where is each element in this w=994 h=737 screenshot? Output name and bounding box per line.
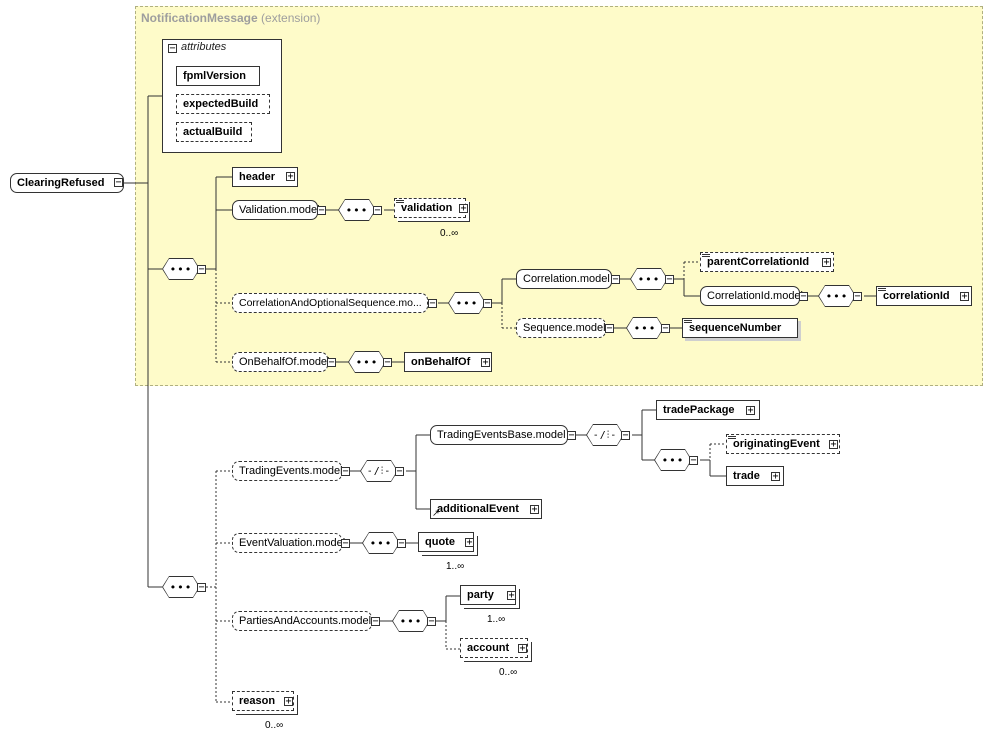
collapse-icon[interactable]: −	[665, 274, 674, 285]
sequence-compositor[interactable]: •••	[362, 532, 400, 554]
group-correlationid-model[interactable]: CorrelationId.model	[700, 286, 803, 306]
collapse-icon[interactable]: −	[799, 291, 808, 302]
expand-icon[interactable]: +	[481, 357, 490, 368]
collapse-icon[interactable]: −	[317, 205, 326, 216]
documentation-icon	[684, 320, 692, 326]
collapse-icon[interactable]: −	[341, 538, 350, 549]
element-account[interactable]: account	[460, 638, 528, 658]
collapse-icon[interactable]: −	[689, 455, 698, 466]
attribute-actualbuild[interactable]: actualBuild	[176, 122, 252, 142]
expand-icon[interactable]: +	[829, 439, 838, 450]
element-correlationid[interactable]: correlationId	[876, 286, 972, 306]
expand-icon[interactable]: +	[530, 504, 539, 515]
sequence-compositor[interactable]: •••	[162, 576, 200, 598]
element-tradepackage[interactable]: tradePackage	[656, 400, 760, 420]
sequence-compositor[interactable]: •••	[654, 449, 692, 471]
collapse-icon[interactable]: −	[428, 298, 437, 309]
documentation-icon	[728, 436, 736, 442]
collapse-icon[interactable]: −	[605, 323, 614, 334]
documentation-icon	[396, 200, 404, 206]
element-additionalevent[interactable]: additionalEvent	[430, 499, 542, 519]
group-correlation-model[interactable]: Correlation.model	[516, 269, 612, 289]
sequence-compositor[interactable]: •••	[162, 258, 200, 280]
group-eventvaluation-model[interactable]: EventValuation.model	[232, 533, 345, 553]
collapse-icon[interactable]: −	[483, 298, 492, 309]
root-element-clearingrefused[interactable]: ClearingRefused	[10, 173, 124, 193]
element-header[interactable]: header	[232, 167, 298, 187]
element-party[interactable]: party	[460, 585, 516, 605]
attribute-expectedbuild[interactable]: expectedBuild	[176, 94, 270, 114]
sequence-compositor[interactable]: •••	[348, 351, 386, 373]
expand-icon[interactable]: +	[746, 405, 755, 416]
choice-compositor[interactable]: -/⫶-	[360, 460, 398, 482]
collapse-icon[interactable]: −	[397, 538, 406, 549]
element-validation[interactable]: validation	[394, 198, 466, 218]
collapse-icon[interactable]: −	[341, 466, 350, 477]
collapse-icon[interactable]: −	[427, 616, 436, 627]
sequence-compositor[interactable]: •••	[338, 199, 376, 221]
cardinality-quote: 1..∞	[446, 561, 465, 572]
documentation-icon	[878, 288, 886, 294]
expand-icon[interactable]: +	[771, 471, 780, 482]
collapse-icon[interactable]: −	[327, 357, 336, 368]
documentation-icon	[702, 254, 710, 260]
element-quote[interactable]: quote	[418, 532, 474, 552]
extension-title: NotificationMessage (extension)	[141, 11, 321, 25]
cardinality-account: 0..∞	[499, 667, 518, 678]
expand-icon[interactable]: +	[284, 696, 293, 707]
group-validation-model[interactable]: Validation.model	[232, 200, 320, 220]
group-onbehalfof-model[interactable]: OnBehalfOf.model	[232, 352, 330, 372]
sequence-compositor[interactable]: •••	[626, 317, 664, 339]
element-onbehalfof[interactable]: onBehalfOf	[404, 352, 492, 372]
expand-icon[interactable]: +	[459, 203, 468, 214]
collapse-icon[interactable]: −	[611, 274, 620, 285]
cardinality-party: 1..∞	[487, 614, 506, 625]
element-parentcorrelationid[interactable]: parentCorrelationId	[700, 252, 834, 272]
sequence-compositor[interactable]: •••	[448, 292, 486, 314]
root-label: ClearingRefused	[17, 177, 105, 189]
cardinality-validation: 0..∞	[440, 228, 459, 239]
expand-icon[interactable]: +	[507, 590, 516, 601]
collapse-icon[interactable]: −	[567, 430, 576, 441]
expand-icon[interactable]: +	[960, 291, 969, 302]
collapse-icon[interactable]: −	[621, 430, 630, 441]
collapse-icon[interactable]: −	[853, 291, 862, 302]
group-tradingevents-model[interactable]: TradingEvents.model	[232, 461, 343, 481]
collapse-icon[interactable]: −	[114, 177, 123, 188]
element-reason[interactable]: reason	[232, 691, 294, 711]
element-trade[interactable]: trade	[726, 466, 784, 486]
collapse-icon[interactable]: −	[373, 205, 382, 216]
collapse-icon[interactable]: −	[197, 264, 206, 275]
group-sequence-model[interactable]: Sequence.model	[516, 318, 606, 338]
collapse-icon[interactable]: −	[168, 43, 177, 54]
collapse-icon[interactable]: −	[661, 323, 670, 334]
choice-compositor[interactable]: -/⫶-	[586, 424, 624, 446]
attribute-fpmlversion[interactable]: fpmlVersion	[176, 66, 260, 86]
cardinality-reason: 0..∞	[265, 720, 284, 731]
element-sequencenumber[interactable]: sequenceNumber	[682, 318, 798, 338]
group-tradingeventsbase-model[interactable]: TradingEventsBase.model	[430, 425, 568, 445]
expand-icon[interactable]: +	[286, 171, 295, 182]
reference-arrow-icon: ↗	[432, 508, 440, 518]
expand-icon[interactable]: +	[822, 257, 831, 268]
sequence-compositor[interactable]: •••	[818, 285, 856, 307]
collapse-icon[interactable]: −	[197, 582, 206, 593]
expand-icon[interactable]: +	[465, 537, 474, 548]
collapse-icon[interactable]: −	[383, 357, 392, 368]
expand-icon[interactable]: +	[518, 643, 527, 654]
collapse-icon[interactable]: −	[371, 616, 380, 627]
collapse-icon[interactable]: −	[395, 466, 404, 477]
group-correlation-and-optional-sequence[interactable]: CorrelationAndOptionalSequence.mo...	[232, 293, 428, 313]
attributes-title: attributes	[181, 41, 227, 53]
group-partiesandaccounts-model[interactable]: PartiesAndAccounts.model	[232, 611, 372, 631]
element-originatingevent[interactable]: originatingEvent	[726, 434, 840, 454]
sequence-compositor[interactable]: •••	[392, 610, 430, 632]
sequence-compositor[interactable]: •••	[630, 268, 668, 290]
